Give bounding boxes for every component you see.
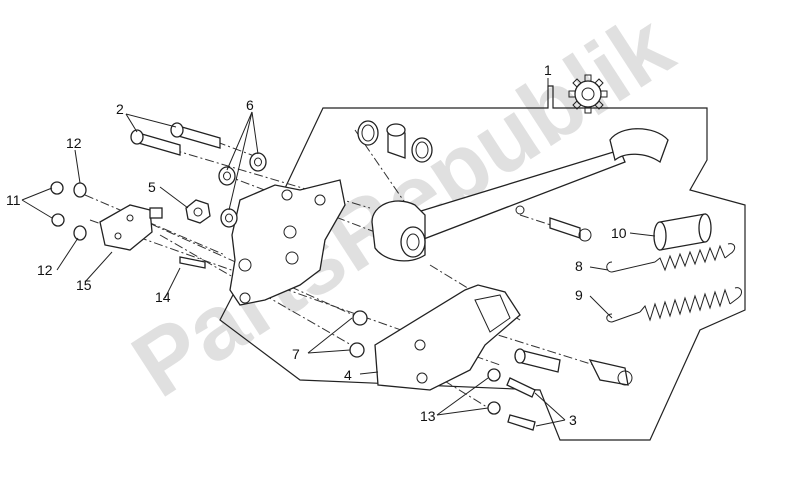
bolts-part-2 [130, 122, 221, 156]
spring-bolt [549, 217, 592, 242]
callout-11: 11 [6, 192, 21, 208]
callout-3: 3 [569, 412, 577, 428]
callout-2: 2 [116, 101, 124, 117]
side-stand-part-1 [371, 128, 669, 262]
rubber-pad-part-10 [653, 213, 712, 251]
callout-9: 9 [575, 287, 583, 303]
nut-part-5 [185, 199, 211, 224]
gear-icon [568, 74, 608, 114]
callout-leaders [21, 78, 656, 427]
callout-1: 1 [544, 62, 552, 78]
callout-12-top: 12 [66, 135, 82, 151]
switch-part-15 [99, 204, 163, 251]
callout-labels: 1 2 6 12 5 11 10 8 12 15 9 14 7 4 13 3 [6, 62, 627, 428]
washers-part-6 [218, 152, 267, 228]
washers-part-13 [487, 368, 501, 415]
nuts-part-11 [50, 181, 65, 227]
frame-bracket [229, 179, 346, 306]
callout-5: 5 [148, 179, 156, 195]
callout-6: 6 [246, 97, 254, 113]
pivot-bolt [514, 348, 633, 386]
washers-part-12 [73, 182, 87, 241]
callout-7: 7 [292, 346, 300, 362]
assembly-frame [219, 85, 746, 441]
spring-part-9 [606, 287, 743, 323]
callout-14: 14 [155, 289, 171, 305]
callout-13: 13 [420, 408, 436, 424]
callout-4: 4 [344, 367, 352, 383]
nuts-part-7 [349, 310, 368, 358]
bolts-part-3 [506, 377, 536, 431]
callout-10: 10 [611, 225, 627, 241]
bushing-and-washers [357, 120, 433, 163]
pin-part-14 [179, 256, 206, 269]
callout-15: 15 [76, 277, 92, 293]
callout-12-bottom: 12 [37, 262, 53, 278]
spring-part-8 [606, 243, 736, 273]
callout-8: 8 [575, 258, 583, 274]
plate-part-4 [374, 284, 521, 391]
